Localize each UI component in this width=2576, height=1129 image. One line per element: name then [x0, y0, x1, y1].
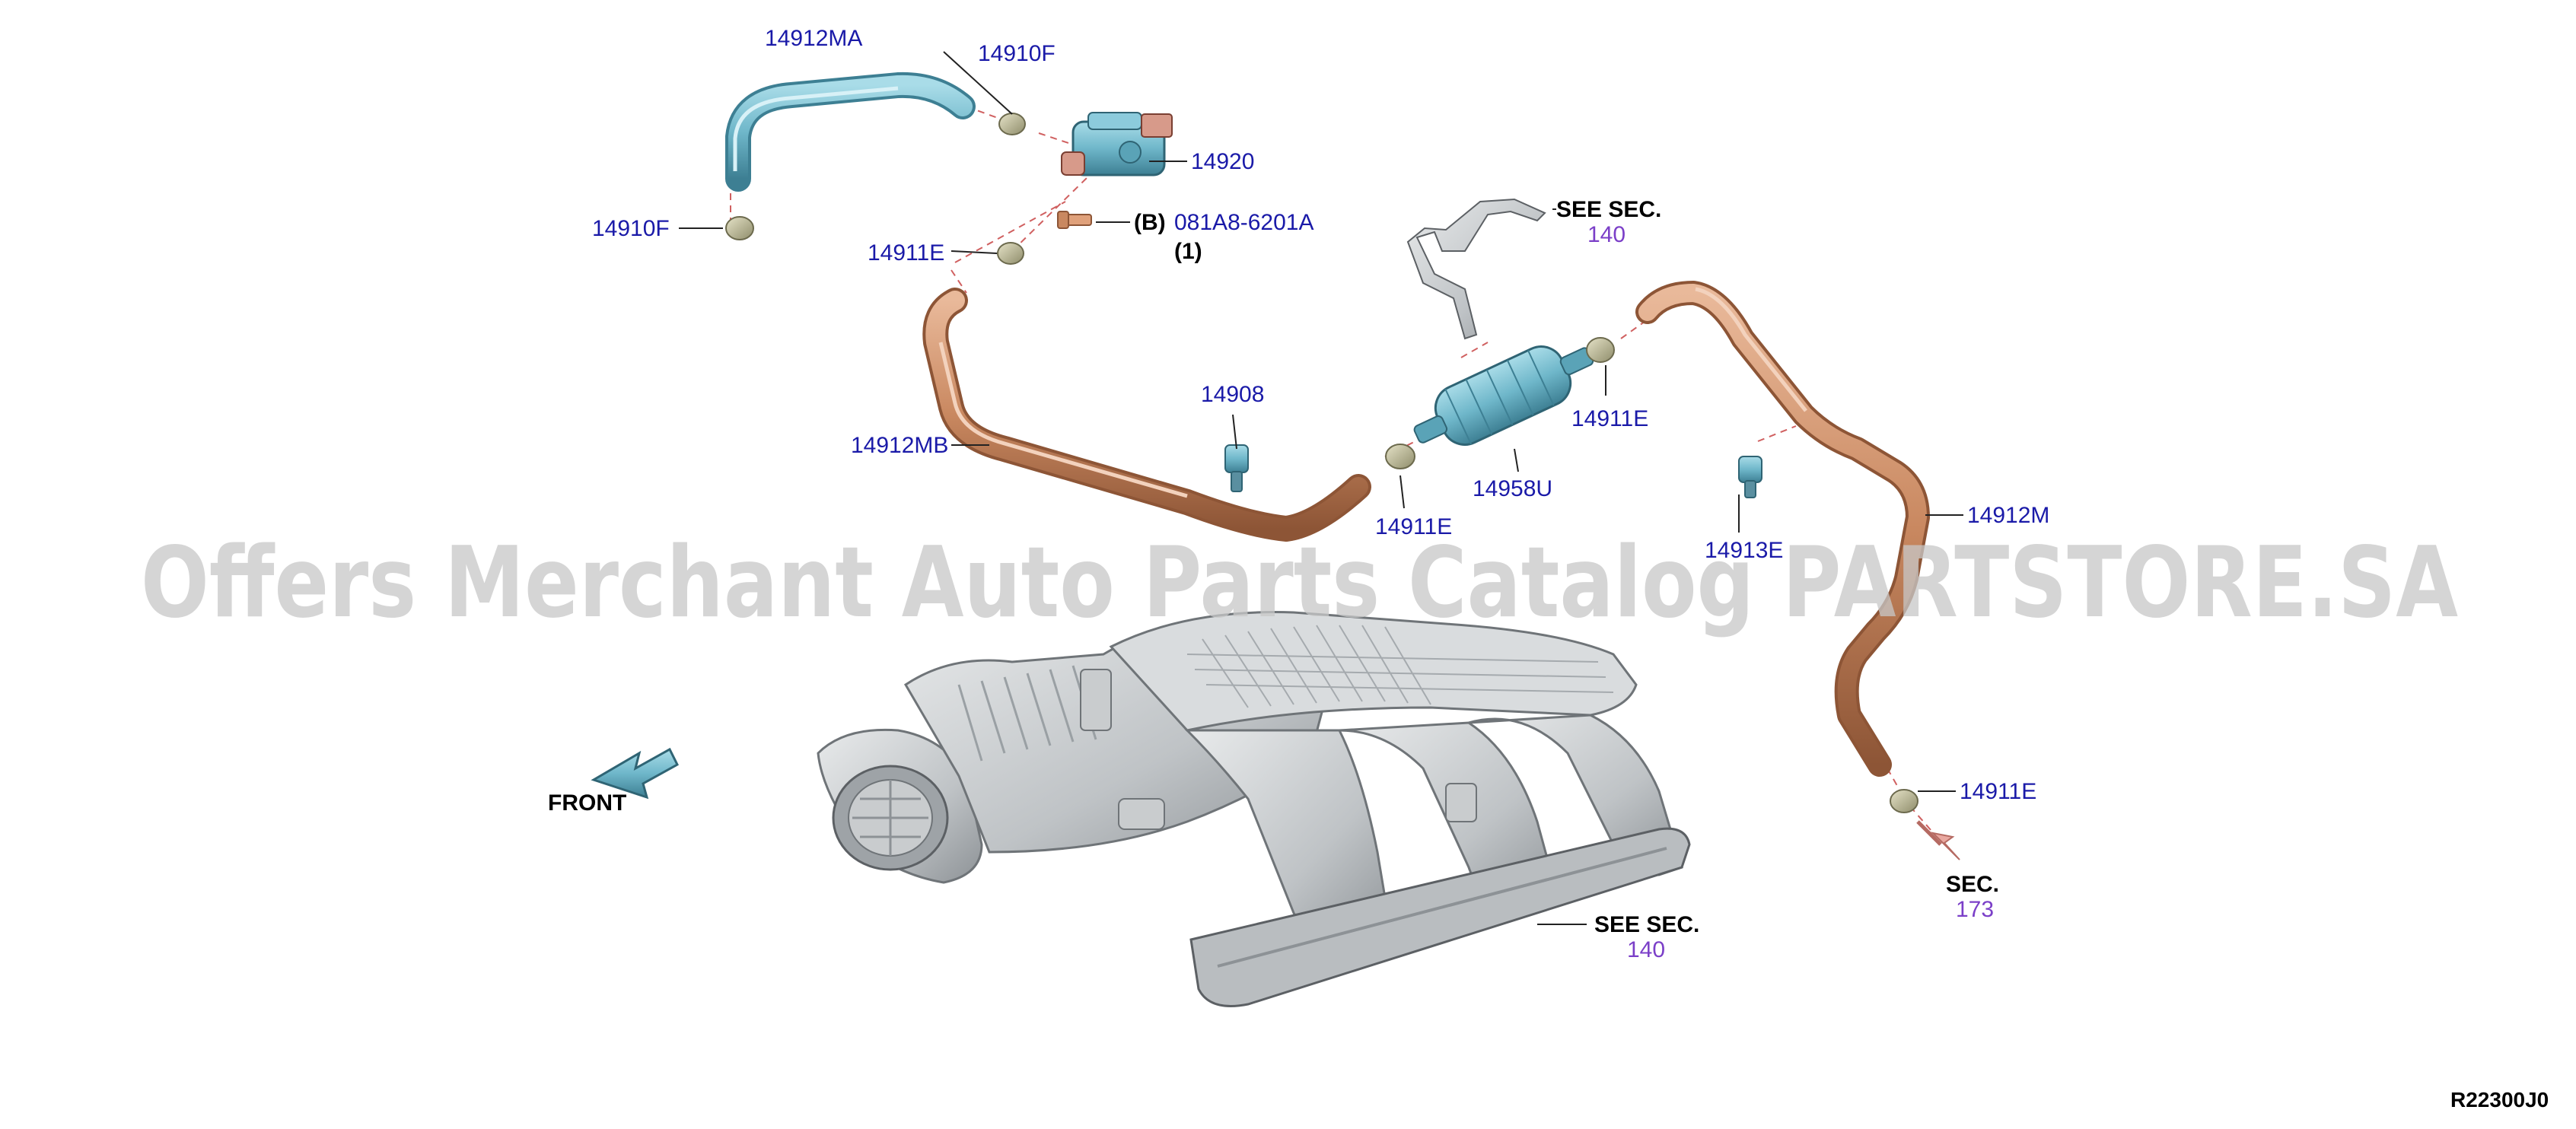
label-14958u: 14958U [1473, 476, 1552, 501]
bolt-081a8-6201a [1057, 211, 1092, 229]
intake-manifold [817, 611, 1691, 1007]
label-14911e-bottom: 14911E [1571, 406, 1648, 431]
label-see-sec-1: SEE SEC. [1556, 197, 1661, 222]
label-see-sec-3: SEE SEC. [1594, 912, 1699, 937]
arrow-to-sec-173 [1916, 820, 1960, 860]
purge-valve-14920 [1061, 112, 1173, 177]
label-14920: 14920 [1191, 149, 1254, 174]
clamp-14911e-upper [997, 242, 1024, 265]
label-sec-2: SEC. [1946, 872, 1999, 897]
label-bolt-qty: (1) [1174, 239, 1202, 264]
label-14913e: 14913E [1705, 538, 1783, 563]
clamp-14910f-left [725, 216, 754, 240]
label-14912ma: 14912MA [765, 26, 862, 51]
hose-14912mb [922, 288, 1371, 542]
clamp-14911e-filter [1586, 337, 1615, 363]
connector-14908 [1224, 444, 1249, 492]
label-front: FRONT [548, 790, 626, 816]
label-14908: 14908 [1201, 382, 1264, 407]
hose-14912m [1635, 281, 1930, 777]
label-see-sec-1-num: 140 [1587, 222, 1626, 247]
label-14911e-upper: 14911E [868, 240, 944, 266]
label-see-sec-3-num: 140 [1627, 937, 1665, 962]
front-arrow [591, 747, 679, 800]
clamp-14910f-top [998, 113, 1026, 135]
label-14910f-left: 14910F [592, 216, 670, 241]
bracket [1406, 198, 1546, 340]
label-14912m: 14912M [1967, 503, 2049, 528]
leader-lines [679, 51, 1963, 925]
clamp-14911e-right [1890, 789, 1918, 813]
label-14912mb: 14912MB [851, 433, 948, 458]
label-sec-2-num: 173 [1956, 897, 1994, 922]
diagram-code: R22300J0 [2450, 1088, 2549, 1112]
plenum-grid [1186, 625, 1614, 708]
hose-14912ma [725, 72, 976, 192]
fuel-vapor-filter-14958u [1413, 345, 1594, 446]
label-bolt-b: (B) [1134, 210, 1166, 235]
label-14911e-right: 14911E [1960, 779, 2036, 804]
label-14910f-top: 14910F [978, 41, 1056, 66]
label-14911e-mid: 14911E [1375, 514, 1452, 539]
watermark-text: Offers Merchant Auto Parts Catalog PARTS… [141, 526, 2458, 640]
clamp-14911e-mid [1385, 444, 1415, 469]
label-bolt-part: 081A8-6201A [1174, 210, 1314, 235]
connector-14913e [1738, 456, 1762, 498]
